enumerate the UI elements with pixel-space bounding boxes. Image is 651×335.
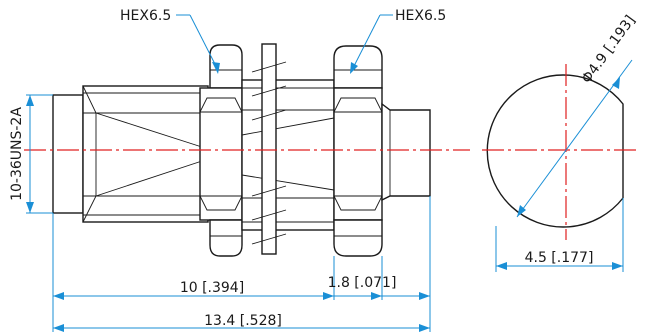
tip-length-dimension (334, 292, 430, 300)
total-length-label: 13.4 [.528] (204, 313, 282, 329)
diameter-label: Φ4.9 [.193] (579, 13, 639, 87)
hex-nut-right (333, 45, 383, 257)
side-view (24, 43, 470, 257)
end-view-outline (486, 74, 624, 228)
hex-left-leader (176, 14, 220, 74)
hex-right-label: HEX6.5 (395, 8, 446, 24)
hex-nut-left (199, 44, 243, 257)
hex-right-leader (350, 14, 393, 74)
thread-dimension (26, 94, 53, 214)
lock-washer (251, 43, 287, 255)
threaded-body (52, 85, 209, 223)
pin-tip (381, 102, 431, 202)
dimensions (26, 14, 633, 332)
threaded-shank (241, 79, 335, 231)
body-length-label: 10 [.394] (180, 280, 244, 296)
width-dimension (495, 198, 624, 272)
end-view (482, 64, 640, 240)
width-label: 4.5 [.177] (525, 250, 594, 266)
tip-length-label: 1.8 [.071] (328, 275, 397, 291)
body-length-dimension (53, 292, 334, 300)
hex-left-label: HEX6.5 (120, 8, 171, 24)
total-length-dimension (53, 324, 430, 332)
thread-label: 10-36UNS-2A (9, 107, 25, 201)
diameter-dimension (516, 59, 633, 218)
